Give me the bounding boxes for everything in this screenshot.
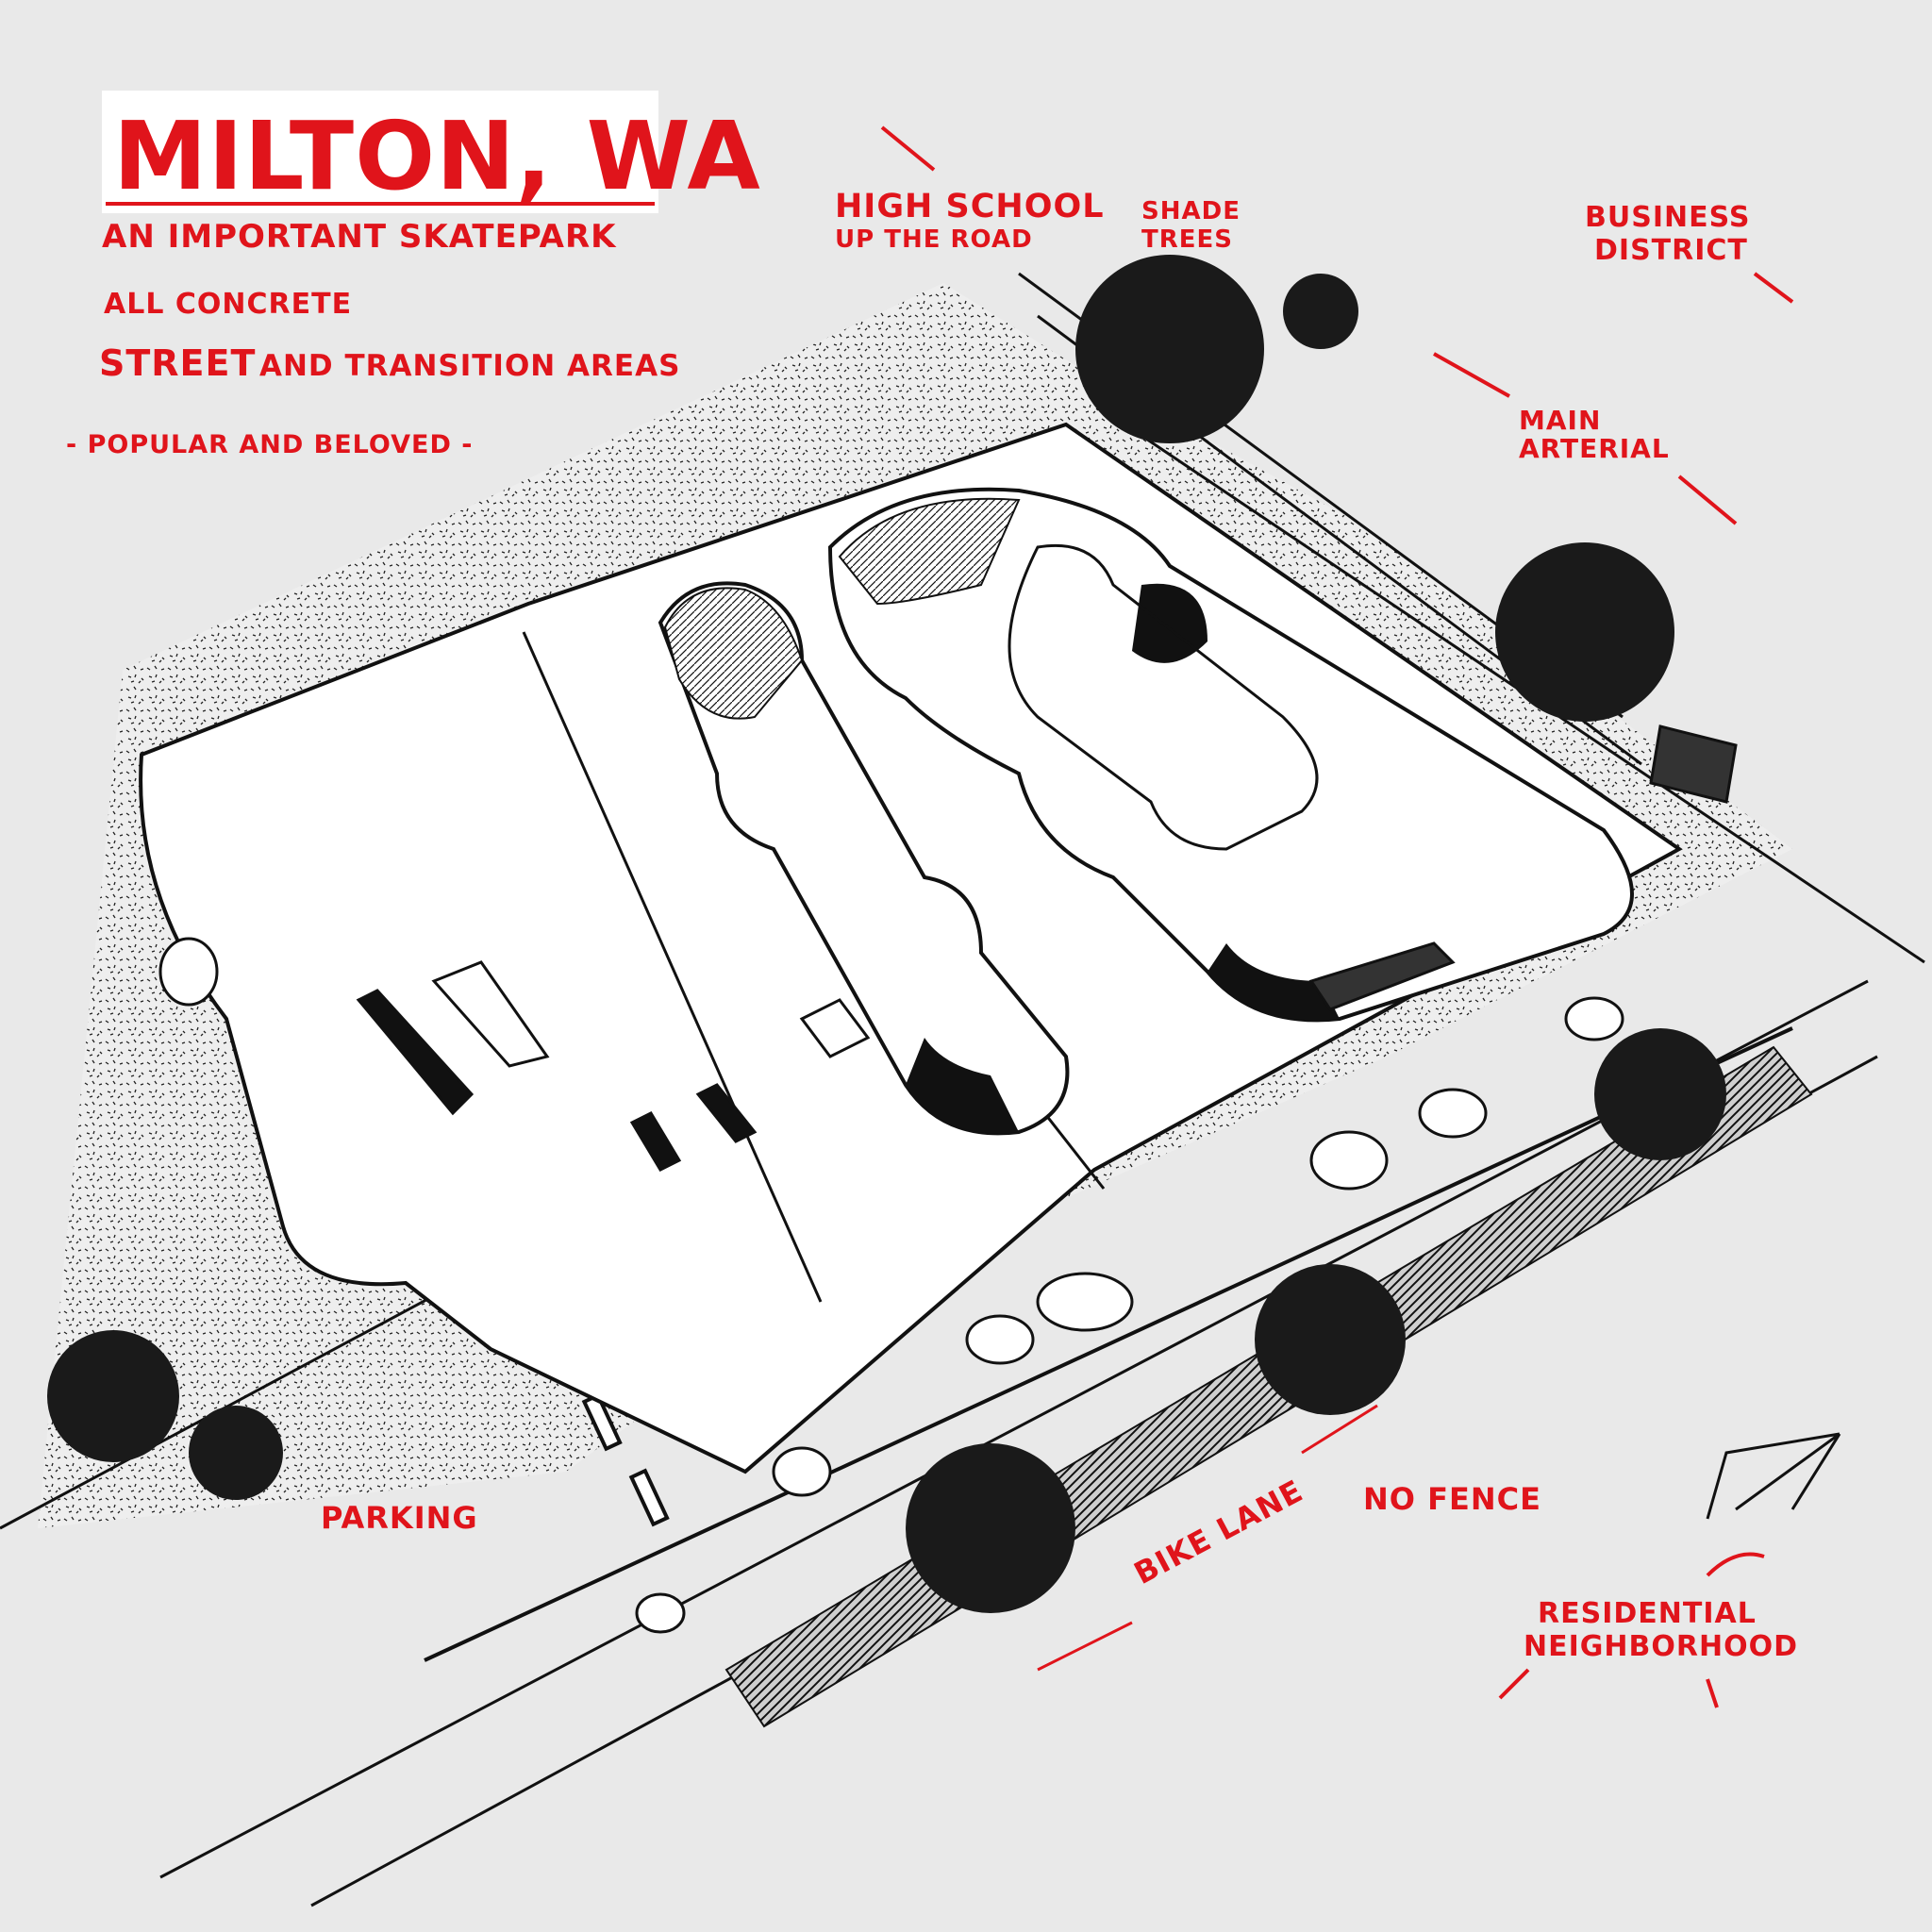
title-block: MILTON, WA	[102, 91, 761, 213]
arrow-bike-lane	[1037, 1404, 1378, 1672]
label-residential: RESIDENTIAL	[1538, 1597, 1757, 1630]
note-material: ALL CONCRETE	[104, 288, 352, 321]
arrow-residential	[1498, 1552, 1765, 1708]
arrow-arterial	[1433, 352, 1738, 525]
arrow-high-school	[880, 125, 936, 172]
note-popular: - POPULAR AND BELOVED -	[66, 430, 474, 459]
note-areas: AND TRANSITION AREAS	[259, 349, 680, 383]
trees	[47, 255, 1726, 1613]
label-parking: PARKING	[321, 1500, 478, 1536]
label-district: DISTRICT	[1594, 234, 1748, 267]
label-neighborhood: NEIGHBORHOOD	[1524, 1630, 1798, 1663]
note-subtitle: AN IMPORTANT SKATEPARK	[102, 218, 617, 256]
label-trees: TREES	[1141, 225, 1233, 254]
note-street: STREET	[99, 342, 256, 384]
label-no-fence: NO FENCE	[1363, 1481, 1541, 1517]
label-business: BUSINESS	[1585, 201, 1750, 234]
label-shade: SHADE	[1141, 197, 1241, 225]
label-high-school: HIGH SCHOOL	[835, 188, 1105, 225]
arrow-business	[1753, 272, 1794, 304]
street-obstacles	[356, 724, 1738, 1172]
north-arrow-icon	[1706, 1432, 1841, 1520]
label-arterial: ARTERIAL	[1519, 433, 1670, 464]
boulders	[158, 937, 1624, 1634]
page-title: MILTON, WA	[113, 101, 761, 211]
large-bowl	[827, 487, 1634, 1023]
small-bowl	[658, 581, 1070, 1136]
label-main: MAIN	[1519, 405, 1601, 436]
label-up-the-road: UP THE ROAD	[835, 225, 1033, 254]
